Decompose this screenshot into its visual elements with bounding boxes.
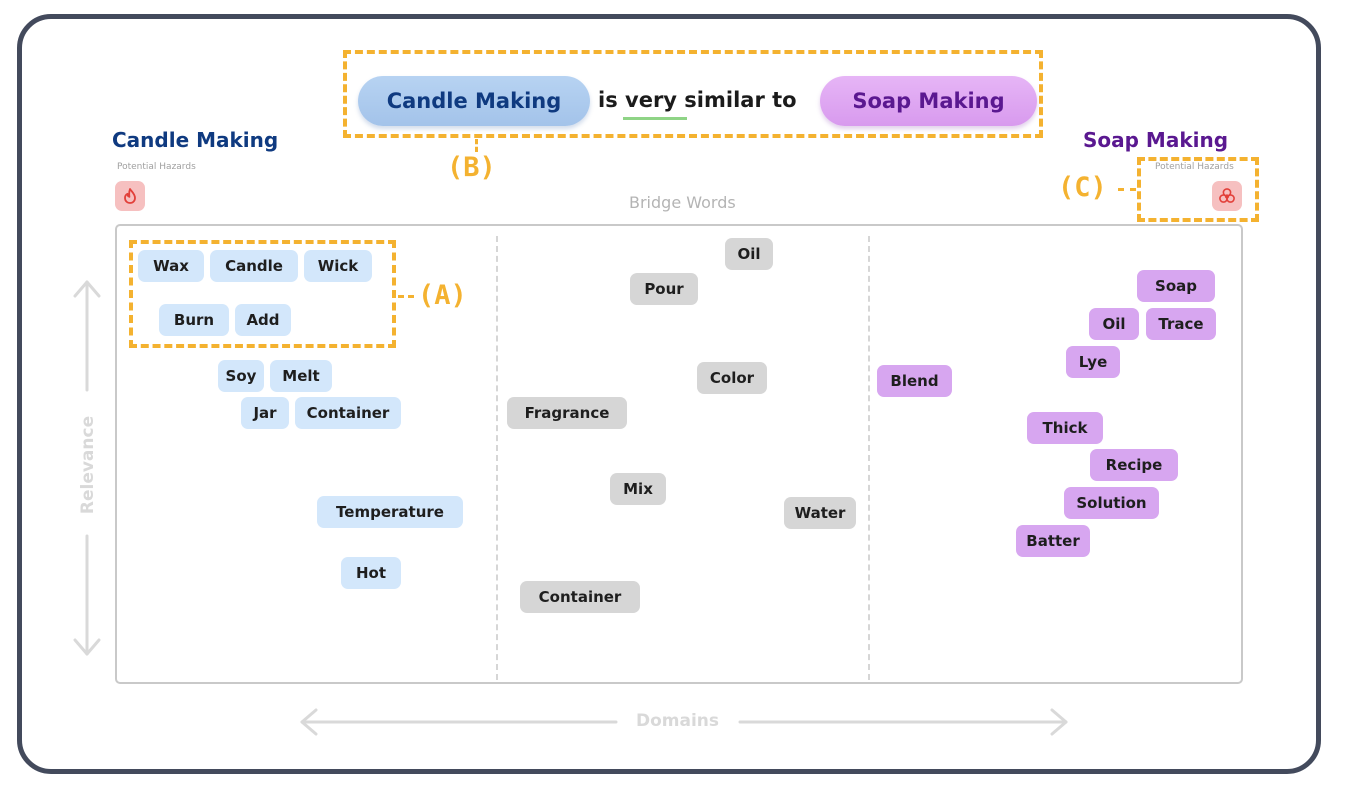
right-word-thick[interactable]: Thick xyxy=(1027,412,1103,444)
left-word-add[interactable]: Add xyxy=(235,304,291,336)
bridge-words-label: Bridge Words xyxy=(629,193,736,212)
right-column-divider xyxy=(868,236,870,680)
annotation-c-label: (C) xyxy=(1058,172,1107,203)
connector-emphasis: very xyxy=(625,88,677,112)
left-column-divider xyxy=(496,236,498,680)
word-map-panel xyxy=(115,224,1243,684)
emphasis-underline xyxy=(623,117,687,120)
right-concept-pill[interactable]: Soap Making xyxy=(820,76,1037,126)
annotation-b-label: (B) xyxy=(447,152,496,183)
bridge-word-fragrance[interactable]: Fragrance xyxy=(507,397,627,429)
left-word-burn[interactable]: Burn xyxy=(159,304,229,336)
domains-axis-arrow xyxy=(300,708,1068,736)
left-word-wick[interactable]: Wick xyxy=(304,250,372,282)
domains-axis-label: Domains xyxy=(636,711,720,731)
right-word-recipe[interactable]: Recipe xyxy=(1090,449,1178,481)
bridge-word-oil[interactable]: Oil xyxy=(725,238,773,270)
left-word-wax[interactable]: Wax xyxy=(138,250,204,282)
left-word-soy[interactable]: Soy xyxy=(218,360,264,392)
annotation-c-connector xyxy=(1118,188,1136,191)
annotation-a-box xyxy=(129,240,396,348)
left-domain-title: Candle Making xyxy=(112,128,279,152)
right-word-oil[interactable]: Oil xyxy=(1089,308,1139,340)
left-concept-pill[interactable]: Candle Making xyxy=(358,76,590,126)
right-domain-title: Soap Making xyxy=(1083,128,1229,152)
annotation-a-connector xyxy=(398,295,414,298)
bridge-word-pour[interactable]: Pour xyxy=(630,273,698,305)
right-word-solution[interactable]: Solution xyxy=(1064,487,1159,519)
right-word-lye[interactable]: Lye xyxy=(1066,346,1120,378)
biohazard-icon[interactable] xyxy=(1212,181,1242,211)
left-word-candle[interactable]: Candle xyxy=(210,250,298,282)
outer-frame xyxy=(17,14,1321,774)
annotation-b-box xyxy=(343,50,1043,138)
similarity-statement: is very similar to xyxy=(598,88,797,112)
flame-icon[interactable] xyxy=(115,181,145,211)
annotation-b-connector xyxy=(475,139,478,152)
connector-prefix: is xyxy=(598,88,626,112)
right-hazards-label: Potential Hazards xyxy=(1155,162,1234,172)
left-word-container[interactable]: Container xyxy=(295,397,401,429)
bridge-word-color[interactable]: Color xyxy=(697,362,767,394)
right-word-blend[interactable]: Blend xyxy=(877,365,952,397)
bridge-word-water[interactable]: Water xyxy=(784,497,856,529)
left-word-hot[interactable]: Hot xyxy=(341,557,401,589)
right-word-batter[interactable]: Batter xyxy=(1016,525,1090,557)
bridge-word-mix[interactable]: Mix xyxy=(610,473,666,505)
annotation-c-box xyxy=(1137,157,1259,222)
relevance-axis-label: Relevance xyxy=(78,415,98,515)
right-word-trace[interactable]: Trace xyxy=(1146,308,1216,340)
relevance-axis-arrow xyxy=(73,280,101,656)
left-word-jar[interactable]: Jar xyxy=(241,397,289,429)
left-word-temperature[interactable]: Temperature xyxy=(317,496,463,528)
left-word-melt[interactable]: Melt xyxy=(270,360,332,392)
right-word-soap[interactable]: Soap xyxy=(1137,270,1215,302)
connector-suffix: similar to xyxy=(677,88,797,112)
annotation-a-label: (A) xyxy=(418,280,467,311)
left-hazards-label: Potential Hazards xyxy=(117,162,196,172)
bridge-word-container[interactable]: Container xyxy=(520,581,640,613)
